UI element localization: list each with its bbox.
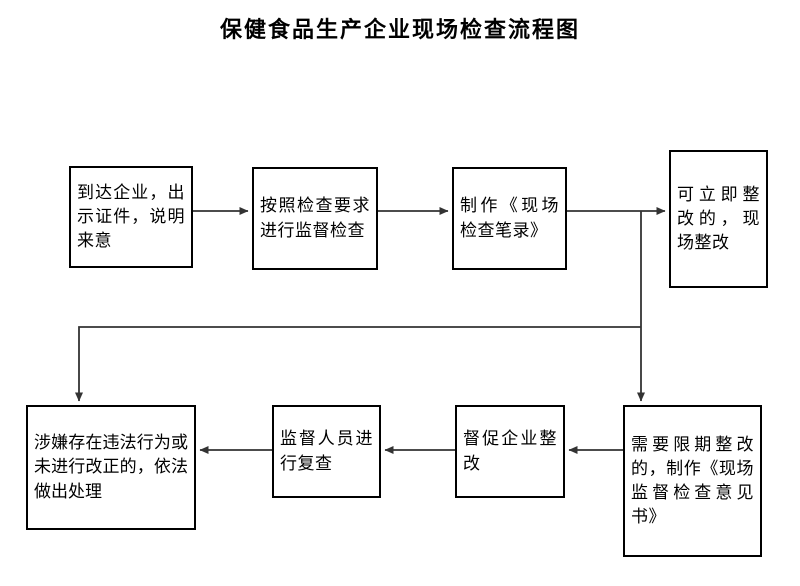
node-recheck-label: 监督人员进行复查 [280,429,373,473]
node-immediate-fix[interactable]: 可立即整改的，现场整改 [669,150,768,288]
node-recheck[interactable]: 监督人员进行复查 [272,405,381,498]
page-title: 保健食品生产企业现场检查流程图 [219,17,580,42]
edge-branch-to-penalty [75,326,641,402]
node-urge-fix-label: 督促企业整改 [463,429,557,473]
node-record-label: 制作《现场检查笔录》 [460,196,559,240]
node-inspect-label: 按照检查要求进行监督检查 [260,196,370,240]
node-deadline-fix-label: 需要限期整改的，制作《现场监督检查意见书》 [631,434,754,527]
node-urge-fix[interactable]: 督促企业整改 [455,405,565,498]
node-arrive-label: 到达企业，出示证件，说明来意 [77,182,185,251]
node-arrive[interactable]: 到达企业，出示证件，说明来意 [69,166,193,268]
node-deadline-fix[interactable]: 需要限期整改的，制作《现场监督检查意见书》 [623,405,762,557]
node-record[interactable]: 制作《现场检查笔录》 [452,167,567,270]
node-inspect[interactable]: 按照检查要求进行监督检查 [252,167,378,270]
node-penalty-label: 涉嫌存在违法行为或未进行改正的，依法做出处理 [34,433,188,501]
node-immediate-fix-label: 可立即整改的，现场整改 [677,184,760,253]
node-penalty[interactable]: 涉嫌存在违法行为或未进行改正的，依法做出处理 [26,405,196,530]
